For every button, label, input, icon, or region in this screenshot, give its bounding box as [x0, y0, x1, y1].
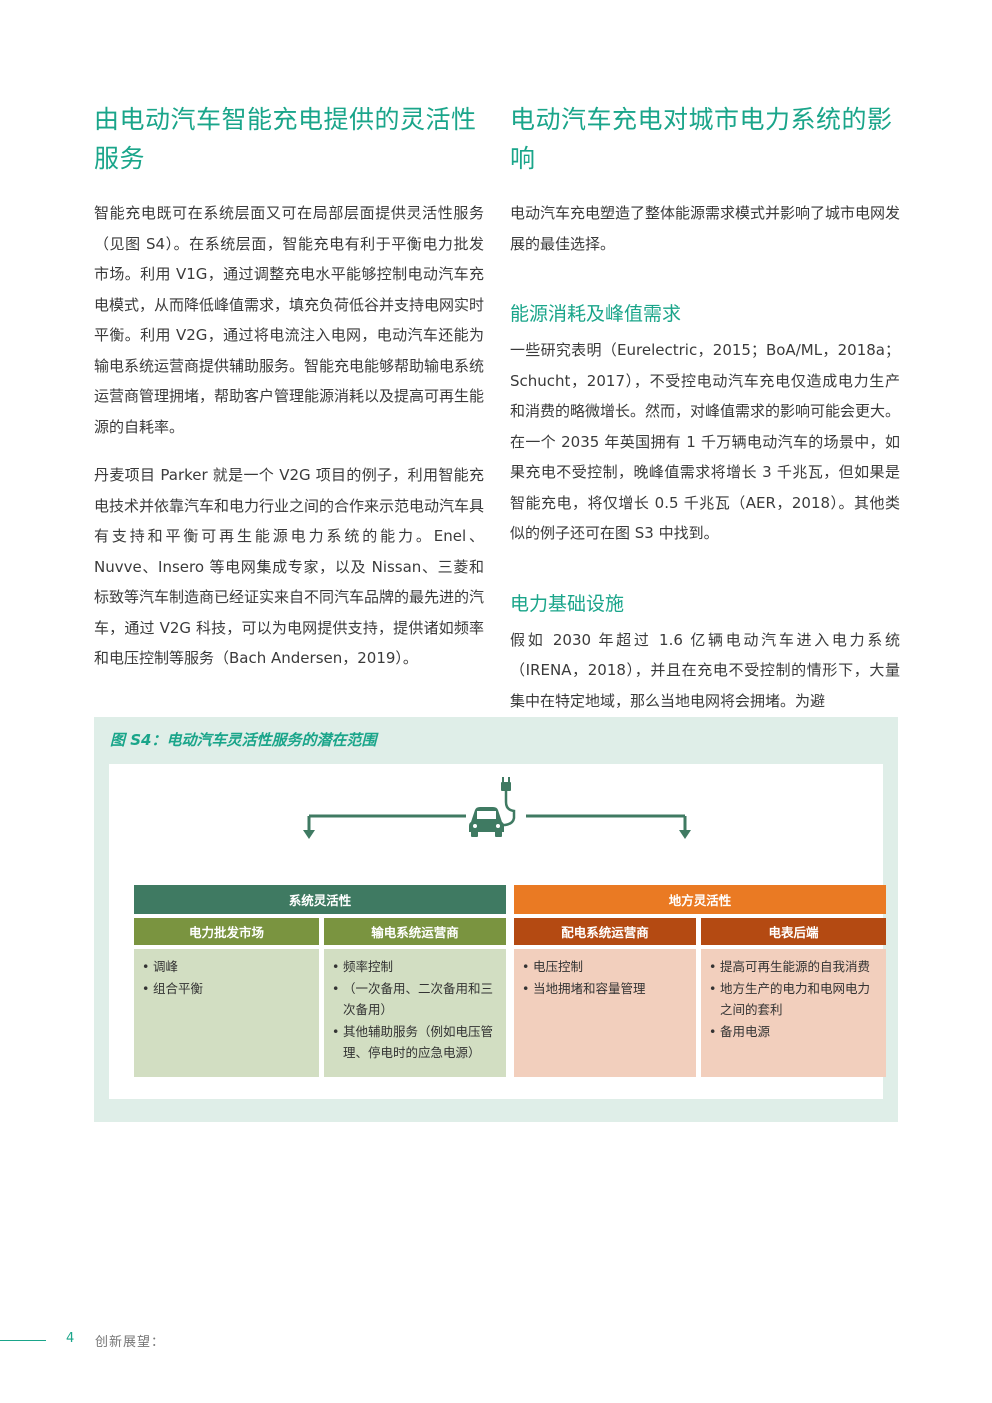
right-intro: 电动汽车充电塑造了整体能源需求模式并影响了城市电网发展的最佳选择。 [510, 204, 901, 253]
list-item: 备用电源 [709, 1021, 878, 1043]
subsection-text-infrastructure: 假如 2030 年超过 1.6 亿辆电动汽车进入电力系统（IRENA，2018）… [510, 630, 900, 710]
right-section-title: 电动汽车充电对城市电力系统的影响 [510, 105, 893, 173]
subsection-title-infrastructure: 电力基础设施 [510, 592, 625, 615]
left-paragraph-2: 丹麦项目 Parker 就是一个 V2G 项目的例子，利用智能充电技术并依靠汽车… [94, 466, 485, 667]
page-number: 4 [66, 1331, 75, 1346]
flexibility-arrows-diagram [303, 777, 691, 839]
electric-car-plug-icon [469, 777, 516, 837]
behind-the-meter-header: 电表后端 [701, 918, 886, 945]
local-flexibility-header: 地方灵活性 [514, 885, 886, 914]
system-flexibility-header: 系统灵活性 [134, 885, 506, 914]
list-item: 其他辅助服务（例如电压管理、停电时的应急电源） [332, 1021, 498, 1064]
behind-the-meter-services: 提高可再生能源的自我消费 地方生产的电力和电网电力之间的套利 备用电源 [701, 949, 886, 1077]
subsection-text-energy: 一些研究表明（Eurelectric，2015；BoA/ML，2018a；Sch… [510, 341, 901, 542]
transmission-operator-header: 输电系统运营商 [324, 918, 506, 945]
list-item: 当地拥堵和容量管理 [522, 978, 688, 1000]
right-column: 电动汽车充电对城市电力系统的影响 电动汽车充电塑造了整体能源需求模式并影响了城市… [510, 100, 900, 716]
figure-s4: 图 S4：电动汽车灵活性服务的潜在范围 [94, 717, 898, 1122]
list-item: 电压控制 [522, 956, 688, 978]
wholesale-market-header: 电力批发市场 [134, 918, 319, 945]
distribution-operator-header: 配电系统运营商 [514, 918, 696, 945]
list-item: （一次备用、二次备用和三次备用） [332, 978, 498, 1021]
footer-rule [0, 1340, 46, 1341]
list-item: 提高可再生能源的自我消费 [709, 956, 878, 978]
distribution-operator-services: 电压控制 当地拥堵和容量管理 [514, 949, 696, 1077]
list-item: 地方生产的电力和电网电力之间的套利 [709, 978, 878, 1021]
figure-title: 图 S4：电动汽车灵活性服务的潜在范围 [110, 731, 377, 749]
wholesale-market-services: 调峰 组合平衡 [134, 949, 319, 1077]
transmission-operator-services: 频率控制 （一次备用、二次备用和三次备用） 其他辅助服务（例如电压管理、停电时的… [324, 949, 506, 1077]
list-item: 调峰 [142, 956, 311, 978]
left-arrow [303, 814, 466, 839]
list-item: 频率控制 [332, 956, 498, 978]
figure-panel: 系统灵活性 地方灵活性 电力批发市场 输电系统运营商 配电系统运营商 电表后端 … [109, 764, 886, 1099]
footer-publication-title: 创新展望： [95, 1335, 166, 1350]
subsection-title-energy: 能源消耗及峰值需求 [510, 303, 682, 325]
left-column: 由电动汽车智能充电提供的灵活性服务 智能充电既可在系统层面又可在局部层面提供灵活… [94, 100, 484, 674]
left-section-title: 由电动汽车智能充电提供的灵活性服务 [94, 105, 477, 173]
list-item: 组合平衡 [142, 978, 311, 1000]
left-paragraph-1: 智能充电既可在系统层面又可在局部层面提供灵活性服务（见图 S4）。在系统层面，智… [94, 204, 485, 436]
right-arrow [526, 814, 691, 839]
